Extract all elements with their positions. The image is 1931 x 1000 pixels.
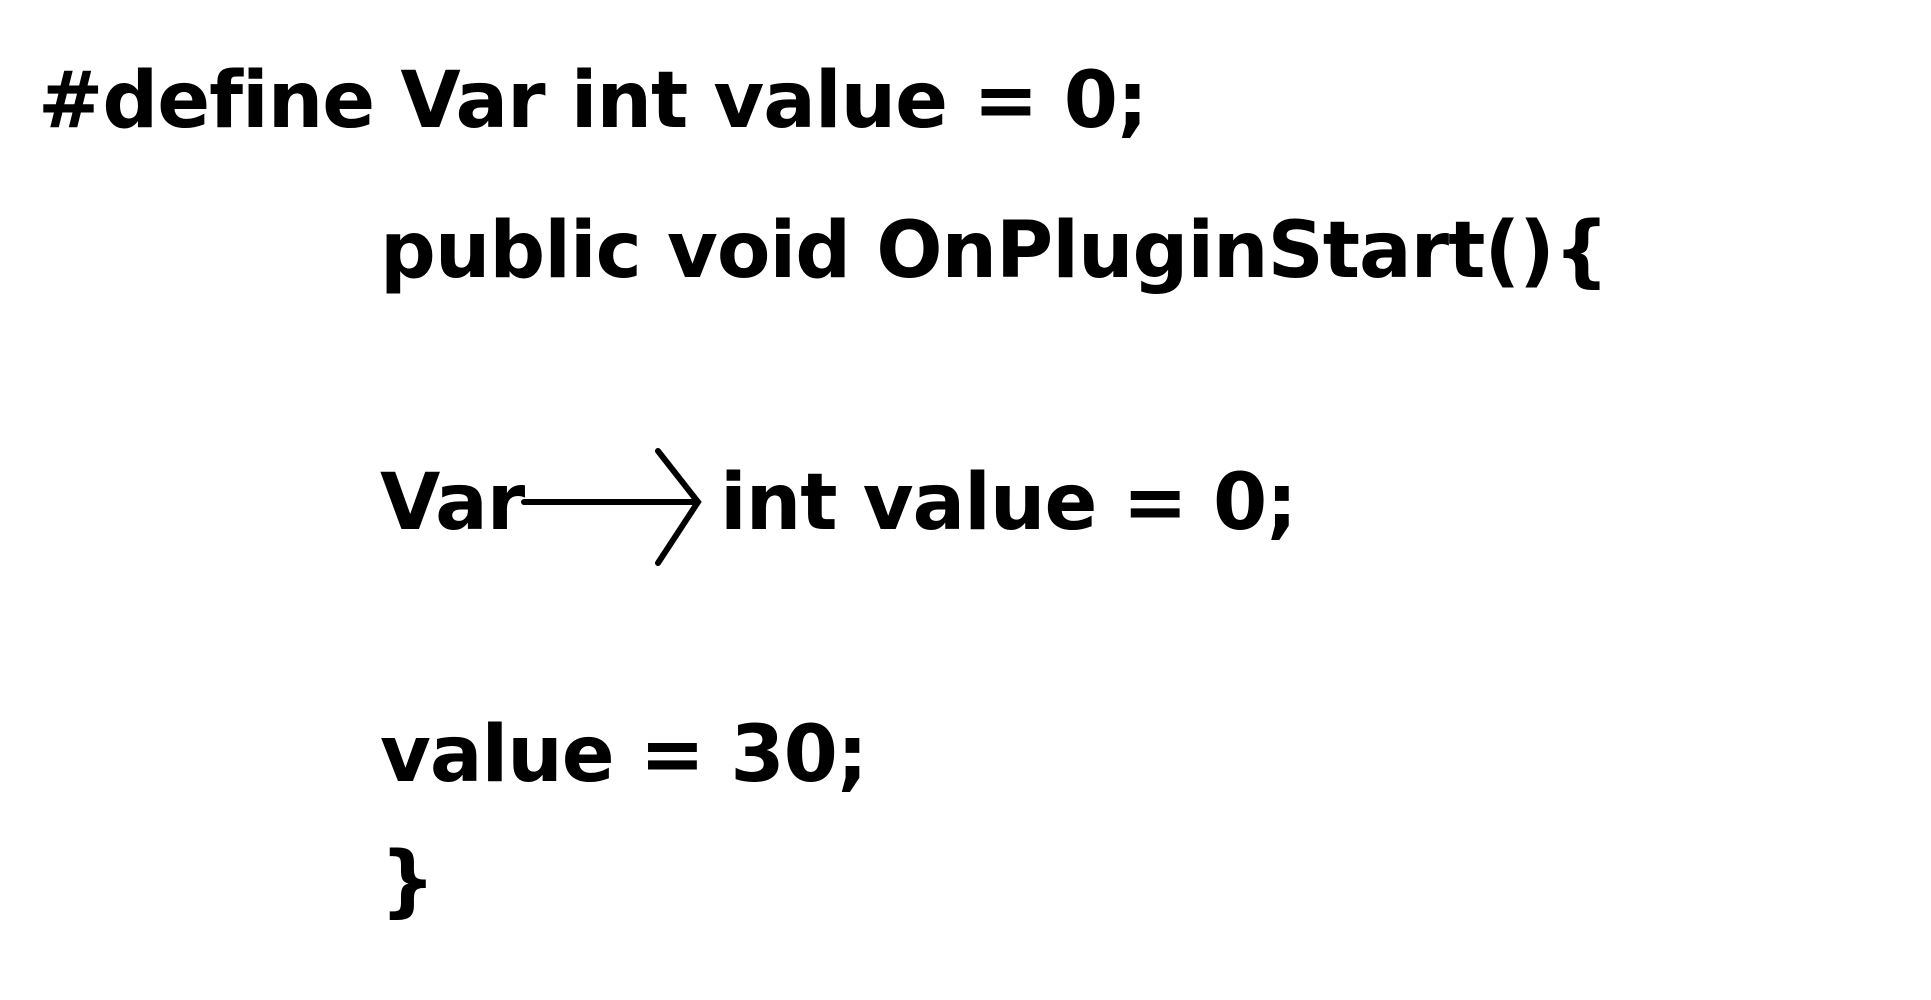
right-arrow-icon <box>521 448 702 566</box>
function-header-line: public void OnPluginStart(){ <box>380 206 1609 296</box>
closing-brace: } <box>380 836 436 926</box>
macro-name-label: Var <box>380 458 525 548</box>
define-directive-line: #define Var int value = 0; <box>38 56 1148 146</box>
macro-expansion-label: int value = 0; <box>720 458 1297 548</box>
assignment-line: value = 30; <box>380 710 868 800</box>
